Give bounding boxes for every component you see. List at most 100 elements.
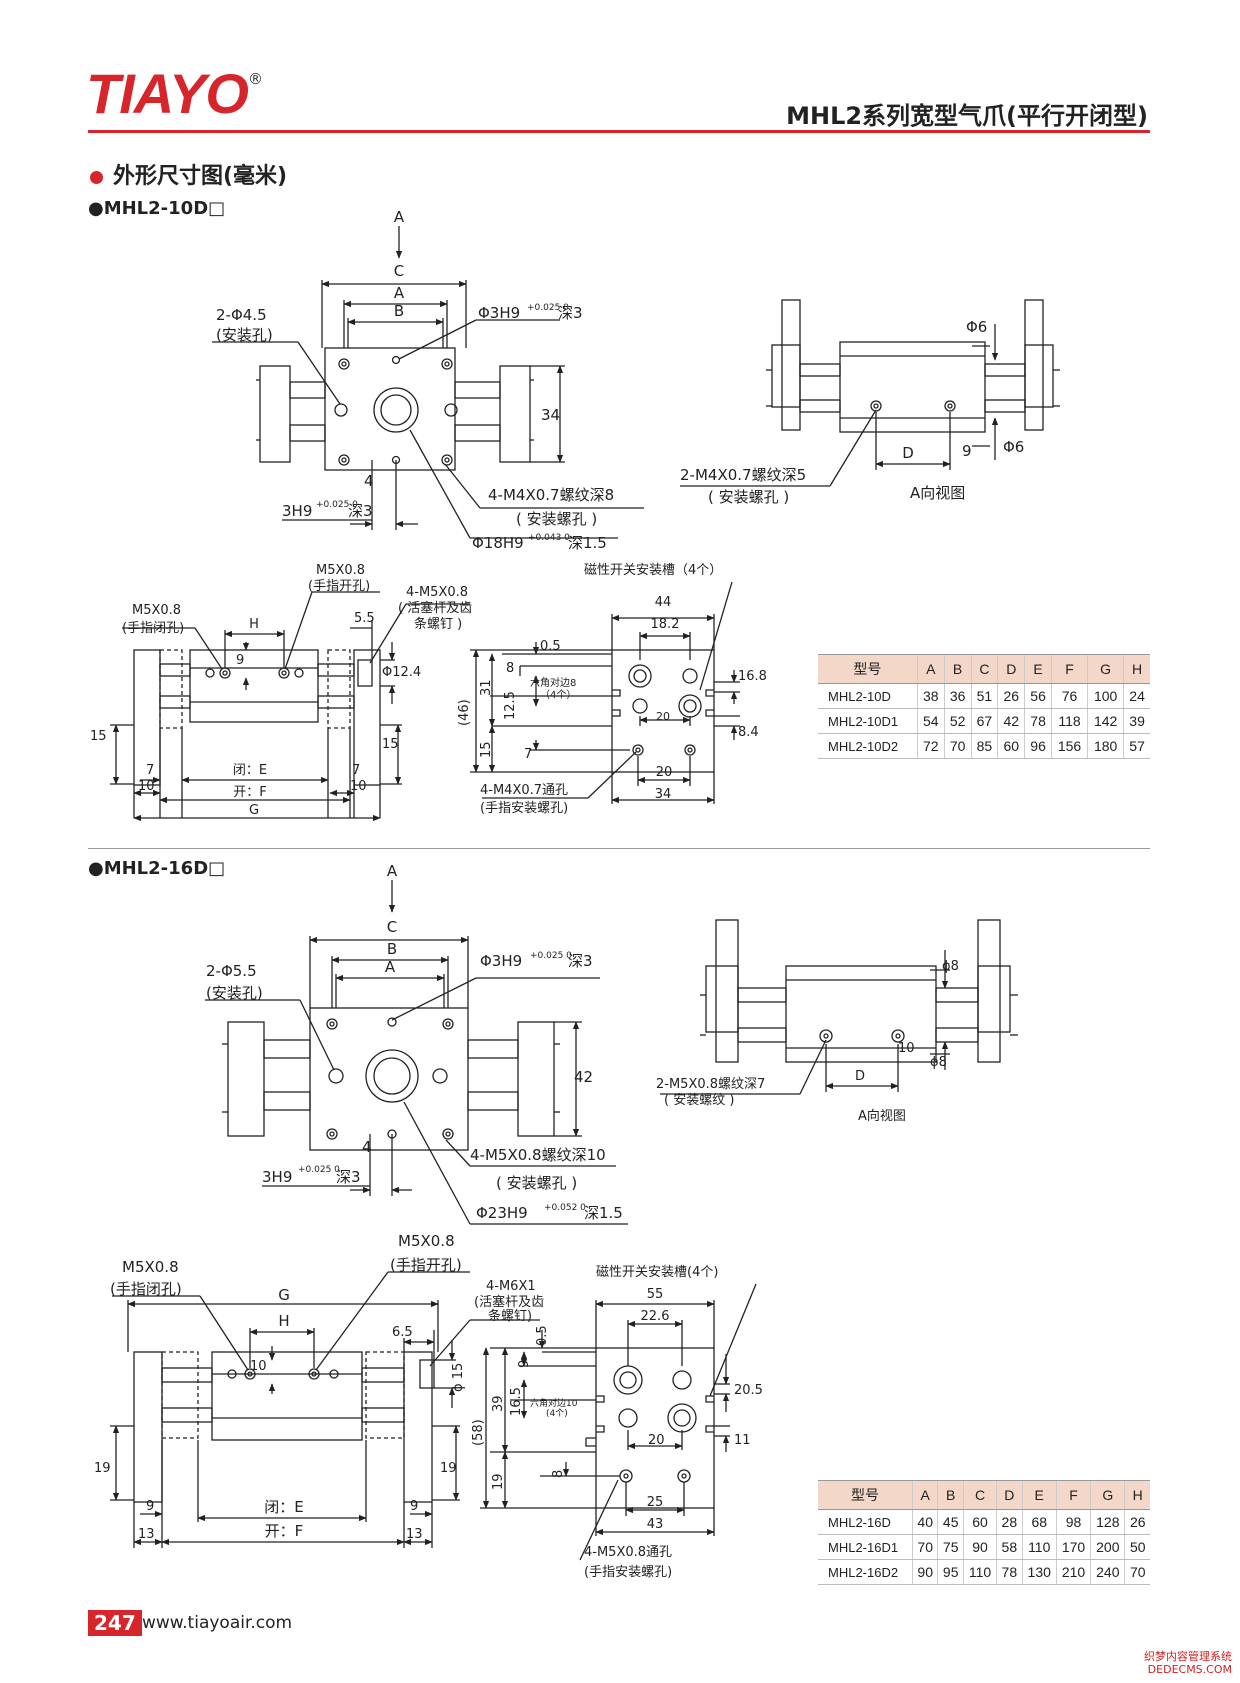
m1-holes: 2-Φ4.5 <box>216 306 267 324</box>
m2-f-close: 闭：E <box>264 1498 303 1516</box>
brand-logo: TIAYO <box>86 62 249 125</box>
m1-f-d15r: 15 <box>382 737 399 752</box>
table-cell: MHL2-10D <box>818 683 918 709</box>
m1-dim-b: B <box>394 302 404 320</box>
watermark-line-1: 织梦内容管理系统 <box>1144 1650 1232 1663</box>
m2-pin-tol: +0.025 0 <box>298 1165 340 1175</box>
table-header-cell: E <box>1021 1480 1057 1510</box>
m1-holes-note: (安装孔) <box>216 326 273 344</box>
m2-s-d11: 11 <box>734 1433 751 1448</box>
m2-s-d165: 16.5 <box>509 1387 524 1416</box>
website-link[interactable]: www.tiayoair.com <box>142 1613 293 1633</box>
m2-s-d25: 25 <box>647 1495 664 1510</box>
table-cell: 95 <box>937 1559 964 1585</box>
table-cell: 240 <box>1090 1559 1125 1585</box>
table-cell: 210 <box>1055 1559 1091 1585</box>
table-cell: 70 <box>943 733 972 759</box>
table-cell: 110 <box>962 1559 997 1585</box>
m1-f-mpiston: 4-M5X0.8 <box>406 585 468 600</box>
m2-s-d05: 0.5 <box>535 1325 550 1346</box>
m2-bore: Φ3H9 <box>480 952 522 970</box>
table-cell: 26 <box>997 683 1025 709</box>
table-header-cell: F <box>1055 1480 1091 1510</box>
table-cell: 78 <box>996 1559 1023 1585</box>
table-cell: 57 <box>1123 733 1150 759</box>
table-cell: 76 <box>1050 683 1088 709</box>
bullet-icon <box>90 170 103 184</box>
table-cell: 68 <box>1021 1509 1057 1535</box>
m1-top-view <box>212 226 644 539</box>
table-cell: 128 <box>1090 1509 1125 1535</box>
m1-arrow-a-label: A <box>394 208 405 226</box>
m2-a-phi-bot: ϕ8 <box>930 1055 947 1070</box>
m1-f-d10l: 10 <box>138 779 155 794</box>
table-cell: 200 <box>1090 1534 1125 1560</box>
m2-dim-a: A <box>385 958 396 976</box>
m1-f-d7r: 7 <box>352 763 360 778</box>
m1-a-caption: A向视图 <box>910 484 965 502</box>
m2-s-d20: 20 <box>648 1433 665 1448</box>
table-cell: 56 <box>1024 683 1052 709</box>
m2-s-d226: 22.6 <box>641 1309 670 1324</box>
m2-f-mopen: M5X0.8 <box>398 1232 455 1250</box>
m2-holes: 2-Φ5.5 <box>206 962 257 980</box>
m1-s-d8: 8 <box>506 661 514 676</box>
table-cell: MHL2-16D2 <box>818 1559 913 1585</box>
m1-a-dim-d: D <box>902 444 914 462</box>
table-header-cell: E <box>1024 654 1052 684</box>
table-cell: 85 <box>970 733 998 759</box>
table-cell: 60 <box>997 733 1025 759</box>
m1-f-g: G <box>249 803 259 818</box>
table-cell: 70 <box>1124 1559 1150 1585</box>
m2-f-d65: 6.5 <box>392 1325 413 1340</box>
table-cell: 170 <box>1055 1534 1091 1560</box>
table-cell: 38 <box>916 683 945 709</box>
m2-f-d13l: 13 <box>138 1527 155 1542</box>
m1-pin-depth: 深3 <box>348 502 373 520</box>
table-cell: 75 <box>937 1534 964 1560</box>
m2-a-phi-top: ϕ8 <box>942 959 959 974</box>
m2-s-d55: 55 <box>647 1287 664 1302</box>
m1-s-d20b: 20 <box>656 765 673 780</box>
m1-f-mclose: M5X0.8 <box>132 603 181 618</box>
m1-f-phi: Φ12.4 <box>382 665 421 680</box>
table-cell: 54 <box>916 708 945 734</box>
table-header-cell: G <box>1090 1480 1125 1510</box>
m1-bore-tol: +0.025 0 <box>527 303 569 313</box>
m1-f-d9: 9 <box>236 653 244 668</box>
table-cell: 180 <box>1087 733 1124 759</box>
m1-f-mpiston-note2: 条螺钉 ) <box>414 616 462 632</box>
m2-f-mpiston: 4-M6X1 <box>486 1279 536 1294</box>
table-cell: 52 <box>943 708 972 734</box>
m1-dim-c: C <box>394 262 404 280</box>
table-cell: 40 <box>911 1509 938 1535</box>
m2-s-d19: 19 <box>491 1473 506 1490</box>
table-cell: 100 <box>1087 683 1124 709</box>
m2-f-d9r: 9 <box>410 1499 418 1514</box>
table-cell: 70 <box>911 1534 938 1560</box>
m2-f-mclose: M5X0.8 <box>122 1258 179 1276</box>
m2-arrow-a-label: A <box>387 862 398 880</box>
m1-s-d44: 44 <box>655 595 672 610</box>
table-cell: 118 <box>1050 708 1088 734</box>
m2-f-phi: ϕ 15 <box>451 1363 466 1392</box>
table-cell: 90 <box>911 1559 938 1585</box>
m2-a-thread: 2-M5X0.8螺纹深7 <box>656 1077 765 1092</box>
m1-a-phi-top: Φ6 <box>966 318 987 336</box>
m1-a-dim9: 9 <box>962 442 972 460</box>
m2-a-thread-note: ( 安装螺纹 ) <box>664 1093 734 1108</box>
m2-a-dim10: 10 <box>898 1041 915 1056</box>
m2-s-d9: 9 <box>517 1360 532 1368</box>
section-title-text: 外形尺寸图(毫米) <box>113 164 288 189</box>
m1-f-mopen: M5X0.8 <box>316 563 365 578</box>
m1-s-thread: 4-M4X0.7通孔 <box>480 783 568 798</box>
table-cell: 90 <box>962 1534 997 1560</box>
